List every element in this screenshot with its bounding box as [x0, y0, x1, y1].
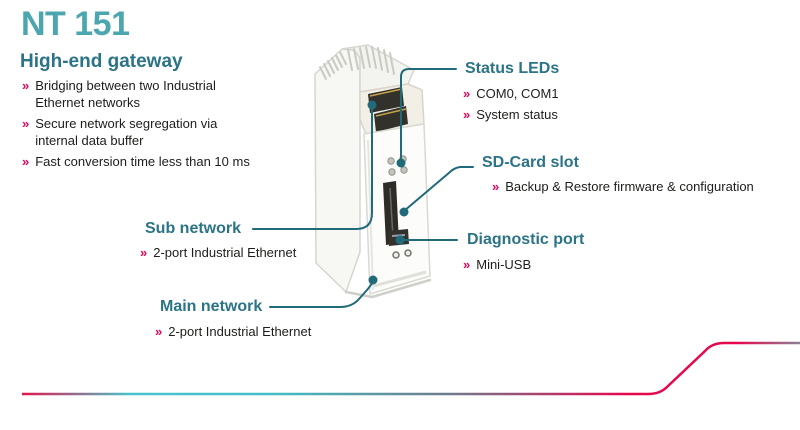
callout-item: » 2-port Industrial Ethernet: [155, 324, 311, 339]
callout-item: » Mini-USB: [463, 257, 531, 272]
callout-title-diagnostic: Diagnostic port: [467, 231, 585, 248]
bullet-marker: »: [155, 324, 163, 339]
ethernet-port-2: [374, 106, 408, 132]
callout-title-main-network: Main network: [160, 298, 263, 315]
callout-item: » COM0, COM1: [463, 86, 559, 101]
intro-list: » Bridging between two Industrial Ethern…: [22, 78, 262, 176]
bullet-marker: »: [492, 179, 500, 194]
bullet-marker: »: [22, 78, 30, 93]
callout-line-sub-network: [252, 104, 373, 230]
list-item: » Fast conversion time less than 10 ms: [22, 154, 262, 171]
bullet-marker: »: [22, 116, 30, 131]
callout-title-status-leds: Status LEDs: [465, 60, 560, 77]
callout-item: » System status: [463, 107, 558, 122]
list-item: » Secure network segregation via interna…: [22, 116, 262, 149]
bullet-marker: »: [22, 154, 30, 169]
intro-bullet-text: Secure network segregation via internal …: [35, 116, 218, 148]
callout-bullet-text: 2-port Industrial Ethernet: [153, 245, 297, 260]
callout-bullet-text: Backup & Restore firmware & configuratio…: [505, 179, 754, 194]
intro-bullet-text: Bridging between two Industrial Ethernet…: [35, 78, 216, 110]
callout-dot-diagnostic: [395, 235, 405, 245]
device-side-face: [314, 48, 361, 293]
callout-item: » 2-port Industrial Ethernet: [140, 245, 296, 260]
page-title: NT 151: [21, 5, 130, 43]
lower-led-1: [392, 251, 400, 259]
ethernet-port-1: [368, 87, 404, 113]
callout-bullet-text: Mini-USB: [476, 257, 532, 272]
brand-gradient-line: [22, 341, 800, 396]
callout-dots: [367, 100, 409, 285]
callout-dot-status-leds: [396, 158, 406, 168]
callout-bullet-text: System status: [476, 107, 558, 122]
lower-led-2: [404, 249, 412, 257]
callout-line-status-leds: [400, 68, 457, 164]
bullet-marker: »: [140, 245, 148, 260]
bullet-marker: »: [463, 86, 471, 101]
callout-line-sd-card: [403, 166, 474, 212]
callout-bullet-text: 2-port Industrial Ethernet: [168, 324, 312, 339]
callout-dot-main-network: [368, 275, 378, 285]
bullet-marker: »: [463, 107, 471, 122]
callout-item: » Backup & Restore firmware & configurat…: [492, 179, 754, 194]
callout-dot-sd-card: [399, 207, 409, 217]
device-bottom-lip: [344, 278, 432, 299]
page-subtitle: High-end gateway: [20, 51, 183, 72]
list-item: » Bridging between two Industrial Ethern…: [22, 78, 262, 111]
intro-bullet-text: Fast conversion time less than 10 ms: [35, 154, 250, 169]
vent-slats: [319, 46, 395, 80]
callout-title-sub-network: Sub network: [145, 220, 242, 237]
callout-bullet-text: COM0, COM1: [476, 86, 559, 101]
callout-lines: [252, 68, 474, 308]
callout-dot-sub-network: [367, 100, 377, 110]
callout-title-sd-card: SD-Card slot: [482, 154, 579, 171]
bullet-marker: »: [463, 257, 471, 272]
gateway-device-illustration: [314, 44, 432, 299]
